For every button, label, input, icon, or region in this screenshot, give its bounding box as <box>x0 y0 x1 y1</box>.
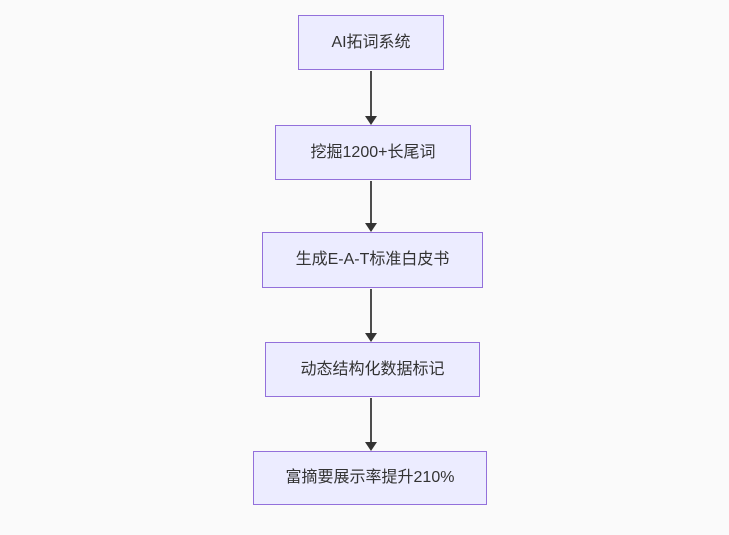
flow-node-eat-whitepaper-generation: 生成E-A-T标准白皮书 <box>262 232 483 288</box>
flow-node-label: 挖掘1200+长尾词 <box>310 143 436 161</box>
flow-node-ai-word-expansion-system: AI拓词系统 <box>298 15 444 70</box>
flow-node-longtail-keyword-mining: 挖掘1200+长尾词 <box>275 125 471 180</box>
arrow-down-connector <box>365 398 377 451</box>
flow-node-label: 富摘要展示率提升210% <box>285 469 455 487</box>
arrow-down-connector <box>365 71 377 125</box>
arrow-down-connector <box>365 289 377 342</box>
flow-node-label: 生成E-A-T标准白皮书 <box>295 251 450 269</box>
flow-node-dynamic-structured-data-markup: 动态结构化数据标记 <box>265 342 480 397</box>
flow-node-label: 动态结构化数据标记 <box>300 360 445 378</box>
flow-node-label: AI拓词系统 <box>331 33 411 51</box>
arrow-down-connector <box>365 181 377 232</box>
flow-node-rich-snippet-rate-result: 富摘要展示率提升210% <box>253 451 487 505</box>
